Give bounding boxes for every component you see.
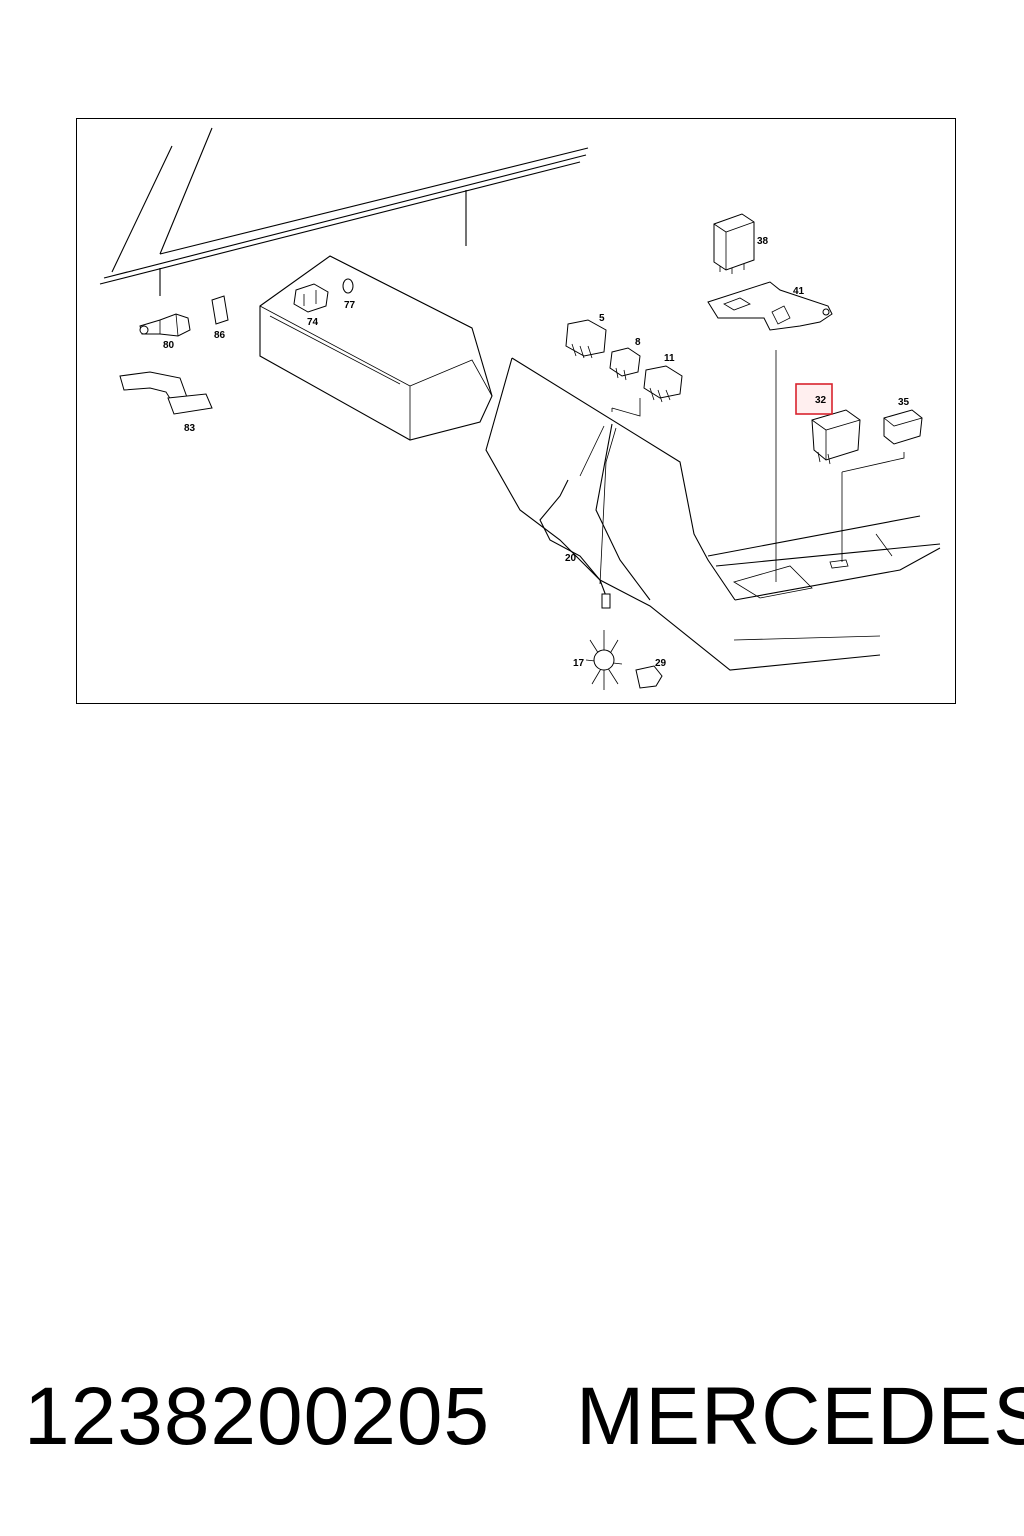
bulb-holder-17 [585,630,623,690]
callout-20[interactable]: 20 [565,553,577,564]
part-number: 1238200205 [24,1371,491,1462]
callout-38[interactable]: 38 [757,236,769,247]
callout-86[interactable]: 86 [214,330,226,341]
switch-35 [883,409,923,445]
clip-86 [211,295,229,325]
grommet-77 [342,278,354,294]
switch-8 [609,347,641,381]
switch-11 [643,365,683,403]
callout-5[interactable]: 5 [599,313,605,324]
callout-32[interactable]: 32 [815,395,827,406]
relay-38 [713,213,755,274]
leader-lines [579,350,905,585]
callout-83[interactable]: 83 [184,423,196,434]
brand-name: MERCEDES [576,1371,1024,1462]
callout-17[interactable]: 17 [573,658,585,669]
bulb-29 [635,665,663,689]
center-console [485,357,941,671]
bracket-41 [707,281,833,331]
callout-74[interactable]: 74 [307,317,319,328]
callout-80[interactable]: 80 [163,340,175,351]
switch-32 [811,409,861,465]
harness-83 [119,371,213,415]
windshield-outline [99,127,589,296]
cable-20 [539,479,611,609]
connector-74 [293,283,329,313]
callout-8[interactable]: 8 [635,337,641,348]
callout-35[interactable]: 35 [898,397,910,408]
sensor-80 [139,313,191,337]
callout-77[interactable]: 77 [344,300,356,311]
footer: 1238200205 MERCEDES [0,1372,1024,1472]
diagram-frame [76,118,956,704]
dashboard-box [259,255,493,441]
callout-highlight [795,383,833,415]
callout-29[interactable]: 29 [655,658,667,669]
callout-11[interactable]: 11 [664,353,675,364]
callout-labels: 38 41 5 8 11 32 35 74 77 80 86 83 20 17 … [163,236,910,669]
switch-5 [565,319,607,359]
callout-41[interactable]: 41 [793,286,805,297]
